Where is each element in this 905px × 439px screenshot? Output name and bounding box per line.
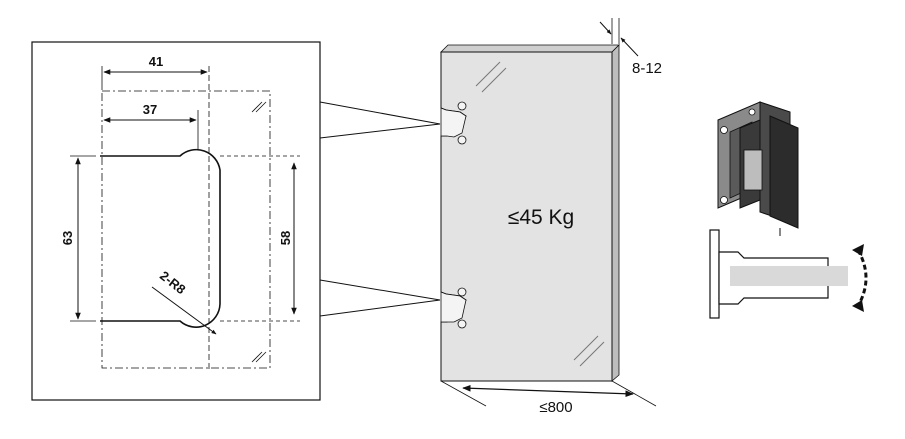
glass-panel: ≤45 Kg <box>440 44 620 382</box>
thickness-label: 8-12 <box>632 60 662 77</box>
radius-leader <box>151 286 217 335</box>
glass-reflection-top <box>475 61 507 93</box>
max-width-label: ≤800 <box>539 399 572 416</box>
dim-58-label: 58 <box>278 231 293 245</box>
cutout-profile <box>100 148 221 328</box>
swing-arrow-icon <box>852 244 868 312</box>
dim-37-label: 37 <box>143 102 157 117</box>
max-weight-label: ≤45 Kg <box>508 206 574 229</box>
glass-hatch-top <box>251 101 267 113</box>
cutout-detail-panel: 41 37 63 58 2-R8 <box>31 41 321 401</box>
hinge-side-swing-icon <box>709 229 848 319</box>
glass-edge <box>730 266 848 286</box>
glass-hatch-bottom <box>251 351 267 363</box>
width-dimension: ≤800 <box>440 380 657 416</box>
detail-frame <box>31 41 321 401</box>
hinge-3d-icon <box>717 101 799 236</box>
dim-63-label: 63 <box>60 231 75 245</box>
thickness-dimension: 8-12 <box>599 18 662 77</box>
glass-outline-dashdot <box>101 90 271 369</box>
glass-reflection-bottom <box>573 335 605 367</box>
dim-41-label: 41 <box>149 54 163 69</box>
zoom-callout-lines <box>319 101 441 317</box>
